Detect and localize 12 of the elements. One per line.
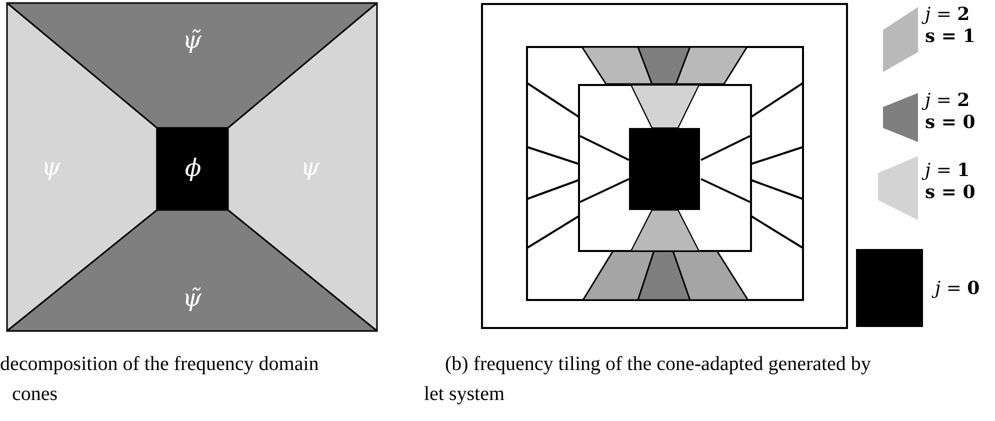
frequency-region	[157, 128, 228, 210]
region-symbol: ϕ	[184, 156, 202, 180]
caption-text: cones	[12, 384, 58, 404]
region-symbol: ψ̃	[182, 28, 202, 52]
caption-text: let system	[424, 384, 505, 404]
caption-text: (b) frequency tiling of the cone-adapted generated by	[445, 354, 871, 374]
frequency-region	[228, 3, 377, 331]
frequency-region	[7, 3, 157, 331]
caption-text: decomposition of the frequency domain	[0, 354, 319, 374]
region-symbol: ψ̃	[182, 286, 202, 310]
frequency-region	[7, 3, 377, 128]
frequency-region	[7, 210, 377, 331]
